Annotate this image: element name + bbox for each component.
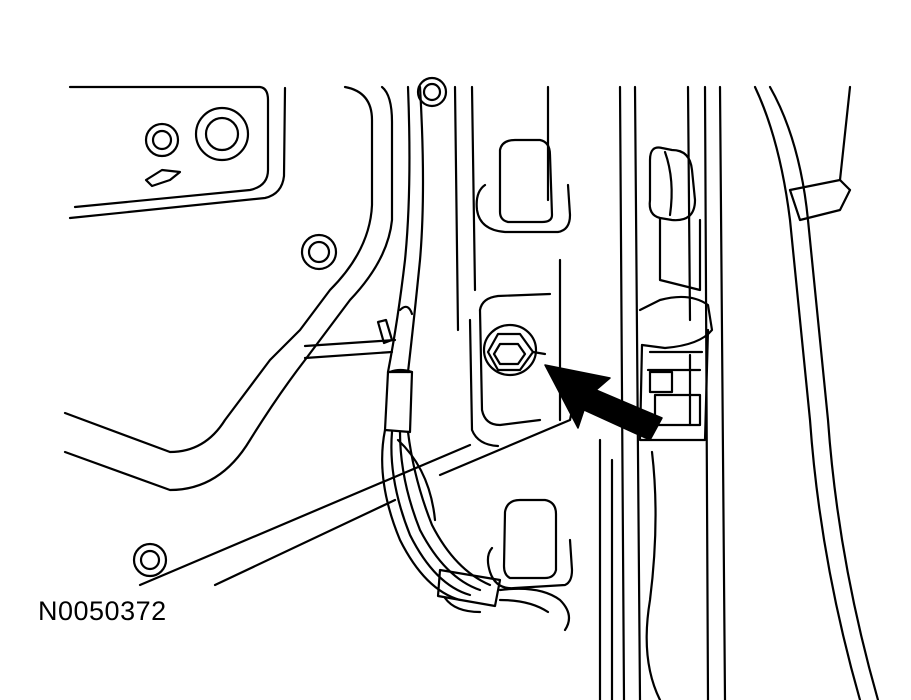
bolt-recess <box>470 294 550 446</box>
upper-clip-bracket <box>477 140 570 232</box>
inner-door-panel <box>65 87 575 585</box>
clip-mark <box>146 170 180 186</box>
bolt-icon <box>484 325 545 375</box>
figure-id-label: N0050372 <box>38 596 167 626</box>
weatherstrip-corner <box>790 87 850 220</box>
wiring-harness <box>382 87 569 630</box>
grommet-middle <box>302 235 336 269</box>
grommet-top <box>418 78 446 106</box>
hinge-bracket <box>640 297 712 440</box>
check-strap <box>650 148 700 291</box>
arrow-icon <box>545 365 662 440</box>
door-frame <box>600 87 878 700</box>
grommet-bottom <box>134 544 166 576</box>
grommet-small <box>146 124 178 156</box>
lower-clip-bracket <box>488 500 572 588</box>
grommet-large <box>196 108 248 160</box>
